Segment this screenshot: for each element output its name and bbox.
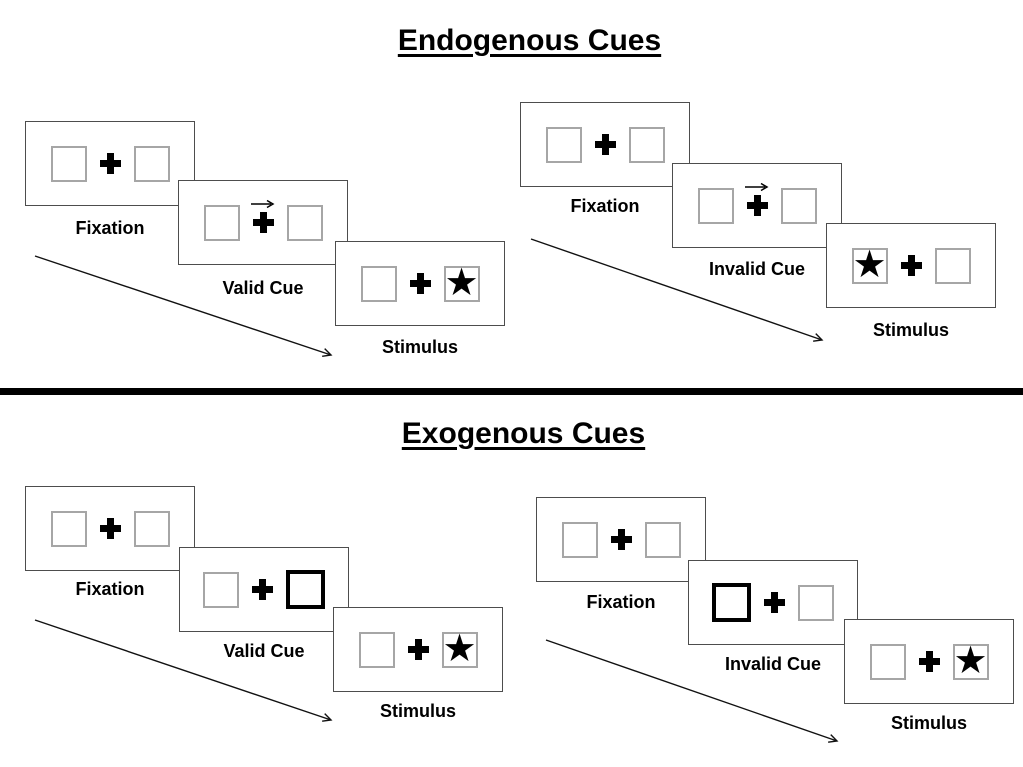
fixation-panel [536, 497, 706, 582]
section-divider [0, 388, 1023, 395]
fixation-panel [25, 121, 195, 206]
left-box [50, 510, 87, 547]
plus-icon [99, 153, 121, 174]
panel-label: Valid Cue [222, 278, 304, 298]
left-box [545, 126, 582, 163]
flow-arrow-exogenous-invalid [545, 639, 839, 743]
panel-label: Stimulus [872, 320, 949, 340]
panel-label: Fixation [75, 579, 145, 599]
left-box [358, 631, 395, 668]
stimulus-panel: ★ [826, 223, 996, 308]
cue-panel [672, 163, 842, 248]
left-box [50, 145, 87, 182]
plus-icon [407, 639, 429, 660]
stimulus-panel: ★ [844, 619, 1014, 704]
star-icon: ★ [852, 242, 887, 286]
right-box [133, 145, 170, 182]
cue-panel [178, 180, 348, 265]
panel-label: Stimulus [890, 713, 967, 733]
left-box [203, 571, 239, 608]
left-box: ★ [851, 242, 888, 286]
panel-label: Stimulus [379, 701, 456, 721]
stimulus-panel: ★ [333, 607, 503, 692]
plus-icon [744, 182, 768, 216]
panel-label: Fixation [75, 218, 145, 238]
right-box: ★ [441, 626, 478, 670]
panel-label: Fixation [570, 196, 640, 216]
flow-arrow-endogenous-invalid [530, 238, 824, 342]
left-box [697, 187, 734, 224]
plus-icon [250, 199, 274, 233]
right-box [628, 126, 665, 163]
panel-label: Stimulus [381, 337, 458, 357]
star-icon: ★ [953, 638, 988, 682]
cue-panel [688, 560, 858, 645]
left-box [360, 265, 397, 302]
plus-icon [99, 518, 121, 539]
arrow-right-icon [744, 182, 768, 192]
section-title-endogenous: Endogenous Cues [397, 24, 662, 57]
right-box-cue-highlight [286, 570, 325, 609]
left-box [869, 643, 906, 680]
star-icon: ★ [442, 626, 477, 670]
panel-label: Invalid Cue [708, 259, 806, 279]
fixation-panel [25, 486, 195, 571]
right-box [286, 204, 323, 241]
stimulus-panel: ★ [335, 241, 505, 326]
plus-icon [900, 255, 922, 276]
star-icon: ★ [444, 260, 479, 304]
plus-icon [252, 579, 273, 600]
fixation-panel [520, 102, 690, 187]
flow-arrow-endogenous-valid [34, 255, 333, 357]
right-box [644, 521, 681, 558]
section-title-exogenous: Exogenous Cues [401, 417, 646, 450]
right-box: ★ [443, 260, 480, 304]
right-box [934, 247, 971, 284]
plus-icon [918, 651, 940, 672]
right-box [133, 510, 170, 547]
right-box: ★ [952, 638, 989, 682]
cue-panel [179, 547, 349, 632]
right-box [798, 584, 834, 621]
left-box-cue-highlight [712, 583, 751, 622]
left-box [561, 521, 598, 558]
right-box [780, 187, 817, 224]
panel-label: Fixation [586, 592, 656, 612]
arrow-right-icon [250, 199, 274, 209]
plus-icon [764, 592, 785, 613]
panel-label: Invalid Cue [724, 654, 822, 674]
left-box [203, 204, 240, 241]
plus-icon [610, 529, 632, 550]
plus-icon [409, 273, 431, 294]
panel-label: Valid Cue [223, 641, 305, 661]
flow-arrow-exogenous-valid [34, 619, 333, 722]
plus-icon [594, 134, 616, 155]
